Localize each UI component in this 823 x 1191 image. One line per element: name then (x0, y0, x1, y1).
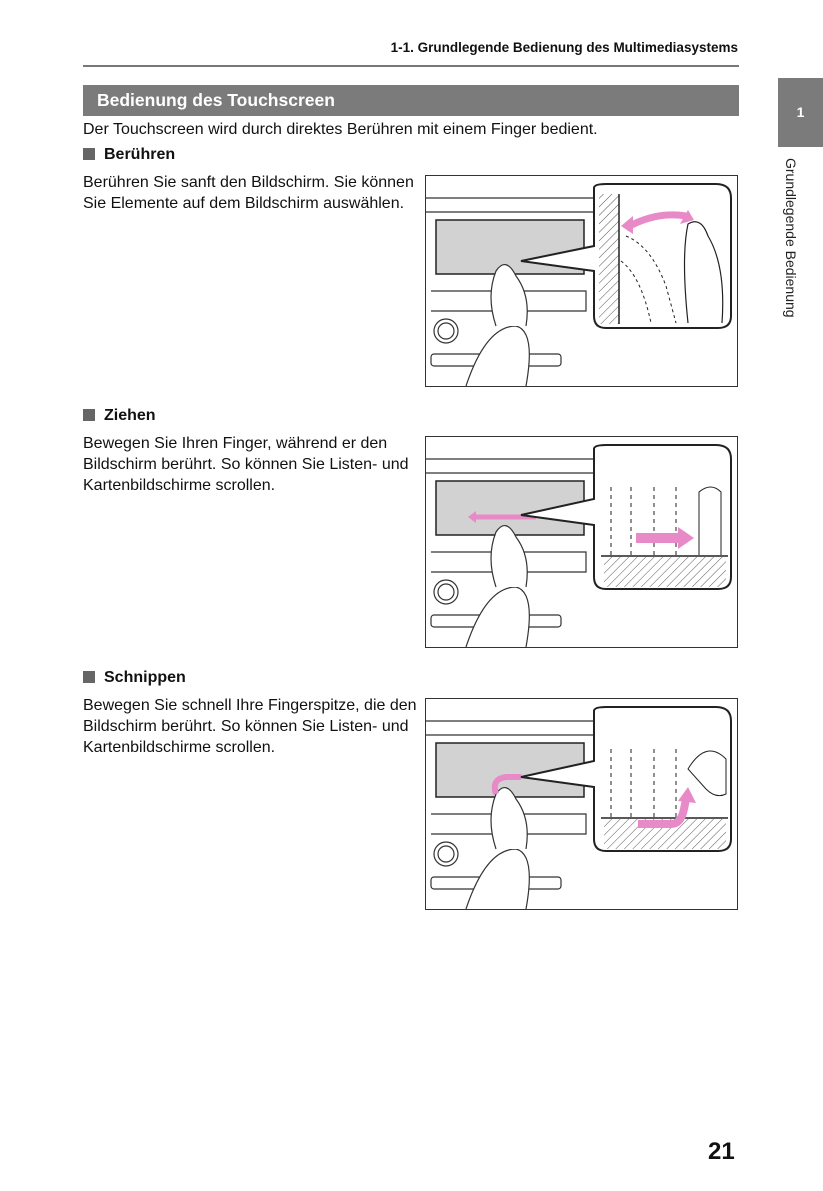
illustration-touch (425, 175, 738, 387)
illustration-drag (425, 436, 738, 648)
paragraph-touch: Berühren Sie sanft den Bildschirm. Sie k… (83, 174, 414, 212)
surface-hatch (604, 557, 726, 587)
finger (683, 221, 724, 324)
heading-text: Berühren (104, 146, 176, 163)
drag-arrow-icon (636, 533, 681, 543)
heading-text: Schnippen (104, 669, 186, 686)
flick-arrow-icon (638, 798, 690, 828)
paragraph-drag: Bewegen Sie Ihren Finger, während er den… (83, 435, 409, 494)
dashboard-drawing (426, 458, 596, 647)
bullet-square-icon (83, 671, 95, 683)
heading-flick: Schnippen (83, 669, 186, 687)
heading-drag: Ziehen (83, 407, 156, 425)
section-intro: Der Touchscreen wird durch direktes Berü… (83, 121, 598, 138)
bullet-square-icon (83, 409, 95, 421)
zoom-callout (520, 444, 732, 590)
chapter-header: 1-1. Grundlegende Bedienung des Multimed… (390, 40, 738, 55)
page-number: 21 (708, 1138, 735, 1165)
illustration-flick (425, 698, 738, 910)
zoom-callout (520, 183, 732, 329)
wall-hatch (599, 194, 620, 324)
heading-touch: Berühren (83, 146, 175, 164)
dashboard-drawing (426, 197, 596, 386)
paragraph-flick: Bewegen Sie schnell Ihre Fingerspitze, d… (83, 697, 417, 756)
header-rule (83, 65, 739, 67)
bullet-square-icon (83, 148, 95, 160)
heading-text: Ziehen (104, 407, 156, 424)
chapter-tab-label: Grundlegende Bedienung (783, 158, 799, 318)
section-title: Bedienung des Touchscreen (83, 85, 739, 116)
dashboard-drawing (426, 720, 596, 909)
chapter-tab[interactable]: 1 (778, 78, 823, 147)
